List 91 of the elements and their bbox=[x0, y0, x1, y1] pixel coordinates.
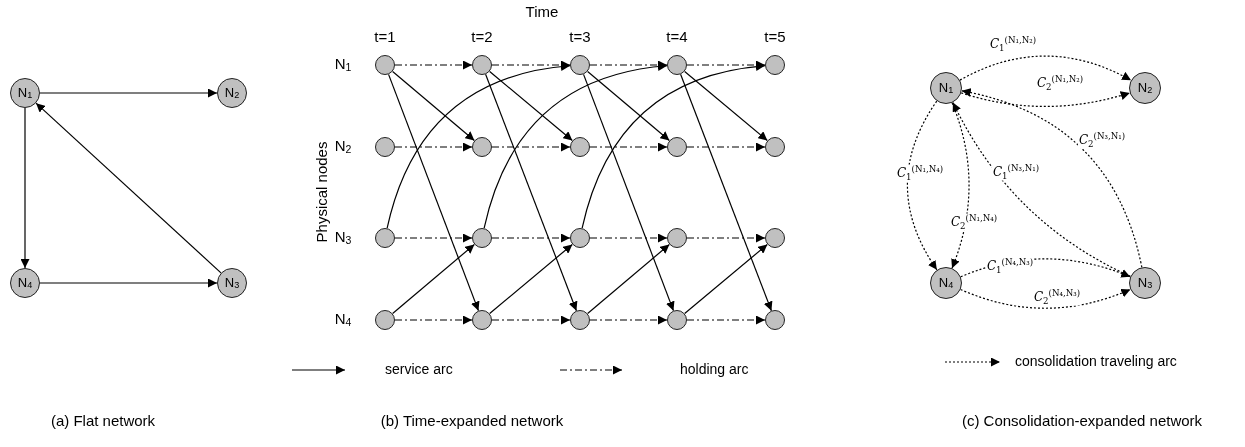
arrow bbox=[394, 60, 473, 70]
row-label: N$_{3}$ bbox=[334, 229, 352, 247]
node-circle bbox=[765, 55, 785, 75]
caption: (c) Consolidation-expanded network bbox=[961, 412, 1203, 430]
arrow bbox=[951, 102, 970, 269]
arrow bbox=[394, 233, 473, 243]
node-circle bbox=[570, 310, 590, 330]
time-label: t=2 bbox=[471, 28, 493, 46]
arrow bbox=[960, 91, 1131, 108]
arrow bbox=[489, 70, 573, 142]
node-circle bbox=[667, 310, 687, 330]
legend-label: service arc bbox=[385, 362, 453, 378]
arrow bbox=[392, 70, 475, 142]
arrow bbox=[394, 315, 473, 325]
node-circle bbox=[217, 78, 247, 108]
node-circle bbox=[765, 228, 785, 248]
node-label: N$_{2}$ bbox=[1137, 80, 1153, 96]
arrow bbox=[686, 142, 766, 152]
arrow bbox=[20, 107, 30, 269]
arrow bbox=[587, 243, 670, 315]
node-circle bbox=[375, 55, 395, 75]
arrow bbox=[684, 243, 768, 315]
arrow bbox=[589, 233, 668, 243]
node-circle bbox=[375, 137, 395, 157]
row-label: N$_{1}$ bbox=[334, 56, 352, 74]
legend-label: holding arc bbox=[680, 362, 749, 378]
node-circle bbox=[667, 137, 687, 157]
arrow bbox=[589, 142, 668, 152]
arrow bbox=[589, 315, 668, 325]
caption: (b) Time-expanded network bbox=[380, 412, 564, 430]
node-label: N$_{3}$ bbox=[1137, 275, 1153, 291]
arrow bbox=[959, 55, 1132, 81]
time-label: t=3 bbox=[569, 28, 591, 46]
axis-label: Time bbox=[525, 3, 559, 21]
arrow bbox=[491, 142, 571, 152]
arrow bbox=[680, 73, 773, 312]
node-label: N$_{4}$ bbox=[17, 275, 33, 291]
time-label: t=1 bbox=[374, 28, 396, 46]
arrow bbox=[587, 70, 670, 142]
arrow bbox=[35, 102, 222, 274]
node-circle bbox=[765, 137, 785, 157]
arrow bbox=[489, 243, 573, 315]
node-circle bbox=[217, 268, 247, 298]
node-circle bbox=[570, 55, 590, 75]
node-circle bbox=[570, 228, 590, 248]
node-circle bbox=[472, 137, 492, 157]
arrow bbox=[386, 62, 571, 229]
arrow bbox=[392, 243, 475, 315]
arrow bbox=[961, 88, 1143, 268]
node-circle bbox=[375, 228, 395, 248]
arrow bbox=[491, 233, 571, 243]
arrow bbox=[582, 73, 675, 312]
node-label: N$_{1}$ bbox=[938, 80, 954, 96]
arrow bbox=[39, 88, 218, 98]
node-label: N$_{2}$ bbox=[224, 85, 240, 101]
time-label: t=4 bbox=[666, 28, 688, 46]
node-circle bbox=[375, 310, 395, 330]
node-circle bbox=[1129, 267, 1161, 299]
node-circle bbox=[472, 310, 492, 330]
time-label: t=5 bbox=[764, 28, 786, 46]
node-label: N$_{3}$ bbox=[224, 275, 240, 291]
arrow bbox=[387, 73, 480, 312]
arrow bbox=[483, 62, 668, 229]
arrow bbox=[491, 315, 571, 325]
node-circle bbox=[667, 55, 687, 75]
node-circle bbox=[667, 228, 687, 248]
node-circle bbox=[10, 78, 40, 108]
node-circle bbox=[570, 137, 590, 157]
node-circle bbox=[472, 228, 492, 248]
arrow bbox=[906, 100, 938, 271]
arrow bbox=[39, 278, 218, 288]
arrow bbox=[686, 315, 766, 325]
arrow bbox=[394, 142, 473, 152]
arrow bbox=[485, 73, 578, 312]
row-label: N$_{4}$ bbox=[334, 311, 352, 329]
node-circle bbox=[930, 267, 962, 299]
arrow bbox=[684, 70, 768, 142]
axis-label: Physical nodes bbox=[313, 141, 331, 243]
node-circle bbox=[1129, 72, 1161, 104]
node-circle bbox=[10, 268, 40, 298]
node-label: N$_{1}$ bbox=[17, 85, 33, 101]
row-label: N$_{2}$ bbox=[334, 138, 352, 156]
legend-label: consolidation traveling arc bbox=[1015, 354, 1177, 370]
caption: (a) Flat network bbox=[50, 412, 156, 430]
arrow bbox=[960, 288, 1131, 309]
arrow bbox=[581, 62, 766, 229]
arrow bbox=[686, 233, 766, 243]
node-circle bbox=[765, 310, 785, 330]
node-circle bbox=[472, 55, 492, 75]
node-circle bbox=[930, 72, 962, 104]
node-label: N$_{4}$ bbox=[938, 275, 954, 291]
